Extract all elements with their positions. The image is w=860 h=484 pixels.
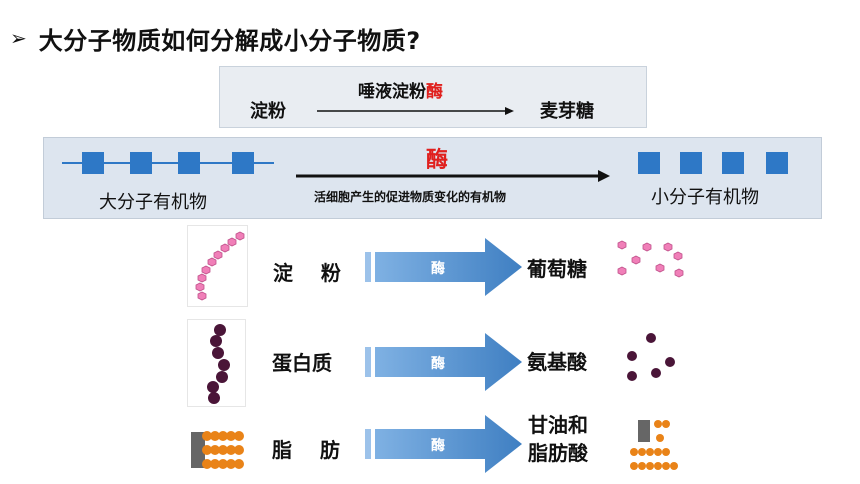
overview-box: 大分子有机物 酶 活细胞产生的促进物质变化的有机物 小分子有机物 [43,137,822,219]
enzyme-arrow-protein: 酶 [365,333,523,391]
title-row: ➢ 大分子物质如何分解成小分子物质? [10,20,421,56]
enzyme-arrow-fat: 酶 [365,415,523,473]
macromolecule-chain-icon [62,152,274,174]
small-molecules-icon [638,152,788,174]
reaction-catalyst: 唾液淀粉酶 [358,77,443,102]
overview-arrow-icon [296,170,610,182]
amino-acid-molecules-image [618,328,680,388]
product-line-glycerol: 甘油和 [528,413,588,437]
enzyme-definition: 活细胞产生的促进物质变化的有机物 [314,190,507,204]
substrate-protein: 蛋白质 [272,351,332,375]
substrate-starch: 淀 粉 [273,261,341,285]
product-glycerol-fatty-acid: 甘油和 脂肪酸 [528,411,588,467]
reaction-right: 麦芽糖 [540,101,594,122]
product-glucose: 葡萄糖 [527,257,587,281]
enzyme-tag-protein: 酶 [431,356,445,372]
enzyme-tag-starch: 酶 [431,261,445,277]
glycerol-fatty-acid-image [628,414,684,478]
bullet-arrow-icon: ➢ [10,26,27,50]
enzyme-label: 酶 [426,148,449,173]
catalyst-suffix: 酶 [426,82,443,102]
page-title: 大分子物质如何分解成小分子物质? [38,26,421,55]
catalyst-prefix: 唾液淀粉 [358,82,426,102]
reaction-box: 淀粉 唾液淀粉酶 麦芽糖 [219,66,647,128]
reaction-left: 淀粉 [250,101,286,122]
starch-chain-image [187,225,248,307]
reaction-arrow-icon [317,107,514,115]
small-molecule-label: 小分子有机物 [651,187,759,208]
fat-molecule-image [187,420,249,478]
product-line-fatty-acid: 脂肪酸 [528,441,588,465]
glucose-molecules-image [612,234,690,286]
macromolecule-label: 大分子有机物 [99,192,207,213]
enzyme-arrow-starch: 酶 [365,238,523,296]
enzyme-tag-fat: 酶 [431,438,445,454]
substrate-fat: 脂 肪 [272,438,340,462]
protein-chain-image [187,319,246,407]
product-amino-acid: 氨基酸 [527,350,587,374]
